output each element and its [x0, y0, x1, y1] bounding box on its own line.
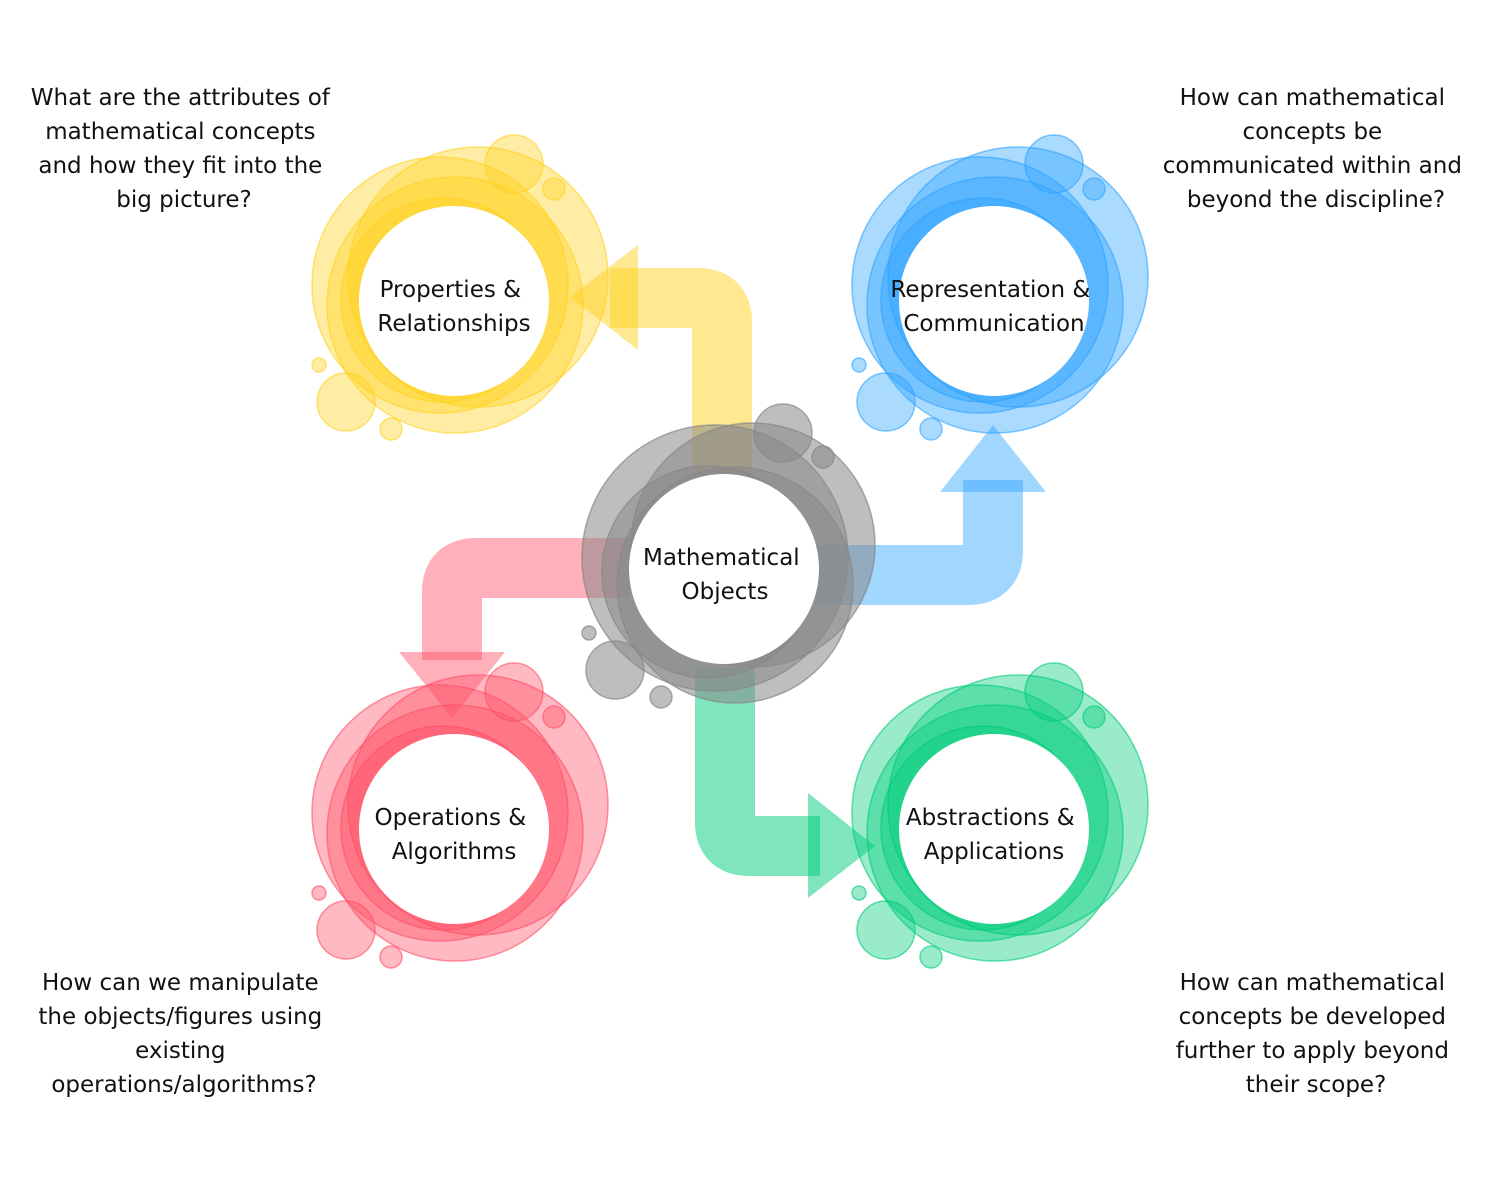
- center-hole: [629, 474, 819, 664]
- representation-label: Representation & Communication: [890, 277, 1097, 337]
- operations-label: Operations & Algorithms: [374, 805, 533, 865]
- center-label: Mathematical Objects: [643, 545, 807, 605]
- node-representation-communication: Representation & Communication: [851, 134, 1149, 441]
- node-operations-algorithms: Operations & Algorithms: [311, 662, 609, 969]
- question-properties: What are the attributes of mathematical …: [31, 85, 337, 213]
- abstractions-hole: [899, 734, 1089, 924]
- operations-hole: [359, 734, 549, 924]
- question-operations: How can we manipulate the objects/figure…: [38, 970, 329, 1098]
- arrow-to-properties: [570, 245, 752, 476]
- abstractions-label: Abstractions & Applications: [906, 805, 1082, 865]
- question-representation: How can mathematical concepts be communi…: [1163, 85, 1470, 213]
- properties-hole: [359, 206, 549, 396]
- representation-hole: [899, 206, 1089, 396]
- node-properties-relationships: Properties & Relationships: [311, 134, 609, 441]
- node-abstractions-applications: Abstractions & Applications: [851, 662, 1149, 969]
- question-abstractions: How can mathematical concepts be develop…: [1176, 970, 1457, 1098]
- arrow-to-representation: [815, 425, 1046, 605]
- properties-label: Properties & Relationships: [377, 277, 530, 337]
- node-mathematical-objects: Mathematical Objects: [581, 403, 876, 709]
- arrow-to-abstractions: [695, 668, 875, 898]
